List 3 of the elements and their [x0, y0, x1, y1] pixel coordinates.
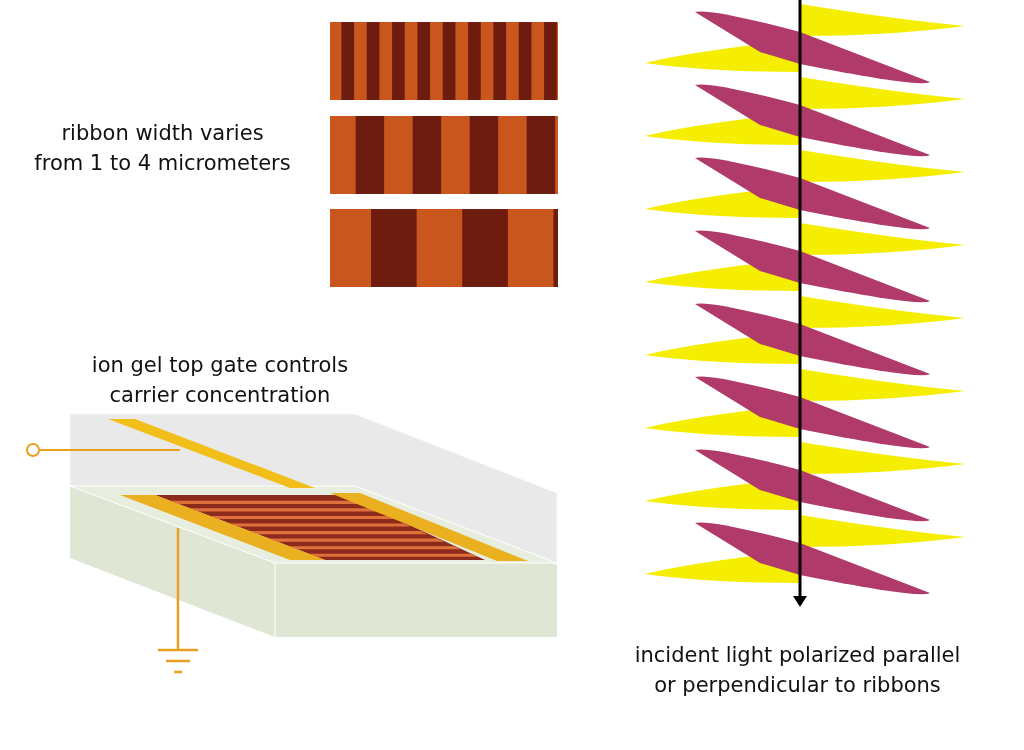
annotation-text: ion gel top gate controls carrier concentration — [90, 352, 350, 409]
annotation-text: incident light polarized parallel or perpendicular to ribbons — [633, 642, 962, 699]
annotation-text: ribbon width varies from 1 to 4 micrometers — [33, 120, 292, 177]
